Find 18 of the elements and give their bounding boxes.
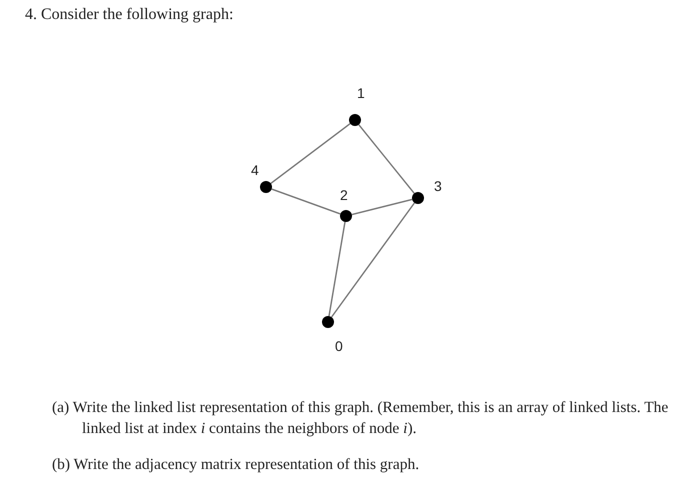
edge-line — [270, 123, 351, 184]
edge-line — [330, 202, 416, 318]
edge-line — [352, 198, 412, 216]
vertex-dot — [322, 316, 334, 328]
vertex-dot — [260, 181, 272, 193]
question-text: (a) Write the linked list representation of this graph. (Remember, this is an array of linked lists. The linked list at index i contains the neighbors of node i). — [52, 398, 670, 439]
vertex-label: 1 — [357, 86, 365, 100]
vertex-dot — [412, 192, 424, 204]
edge-line — [358, 124, 415, 194]
question-text: (b) Write the adjacency matrix representation of this graph. — [52, 455, 420, 475]
vertex-label: 2 — [340, 188, 348, 202]
vertex-dot — [349, 114, 361, 126]
vertex-dot — [340, 210, 352, 222]
question-heading: 4. Consider the following graph: — [25, 6, 234, 24]
vertex-label: 0 — [335, 339, 343, 353]
edge-line — [271, 188, 341, 215]
vertex-label: 4 — [251, 163, 259, 177]
vertex-label: 3 — [434, 179, 442, 193]
